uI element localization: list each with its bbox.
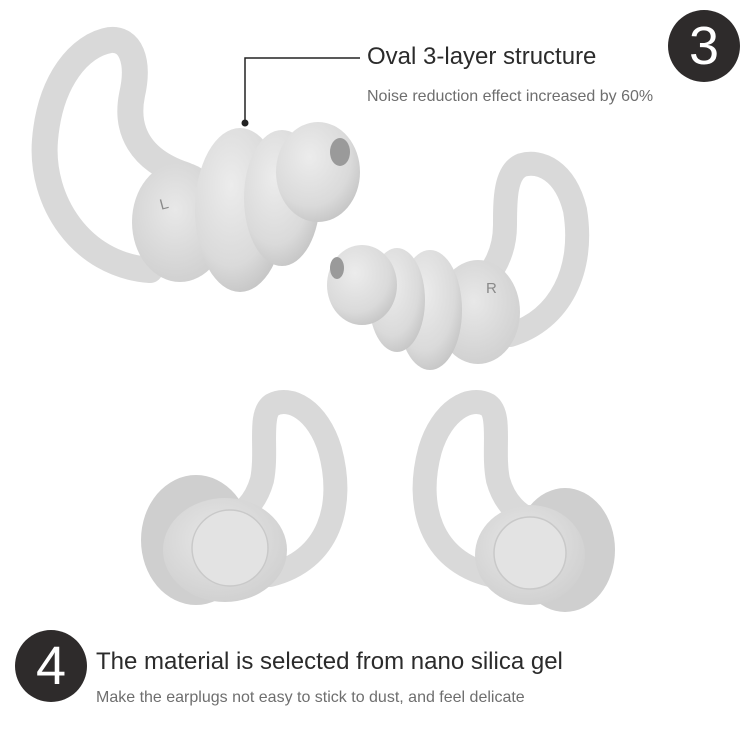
callout-line — [244, 57, 360, 122]
earplug-left-top — [31, 27, 360, 292]
step-3-badge: 3 — [668, 10, 740, 82]
callout-dot — [241, 119, 249, 127]
earplug-right-bottom — [412, 390, 615, 612]
right-label: R — [486, 280, 497, 297]
feature-3-title: Oval 3-layer structure — [367, 43, 597, 70]
step-3-number: 3 — [688, 16, 720, 76]
feature-4-subtitle: Make the earplugs not easy to stick to d… — [96, 689, 525, 706]
step-4-number: 4 — [35, 636, 67, 696]
step-4-badge: 4 — [15, 630, 87, 702]
feature-4-title: The material is selected from nano silic… — [96, 648, 563, 675]
earplug-left-bottom — [141, 390, 348, 605]
feature-3-subtitle: Noise reduction effect increased by 60% — [367, 88, 654, 105]
earplug-right-top — [327, 151, 590, 370]
